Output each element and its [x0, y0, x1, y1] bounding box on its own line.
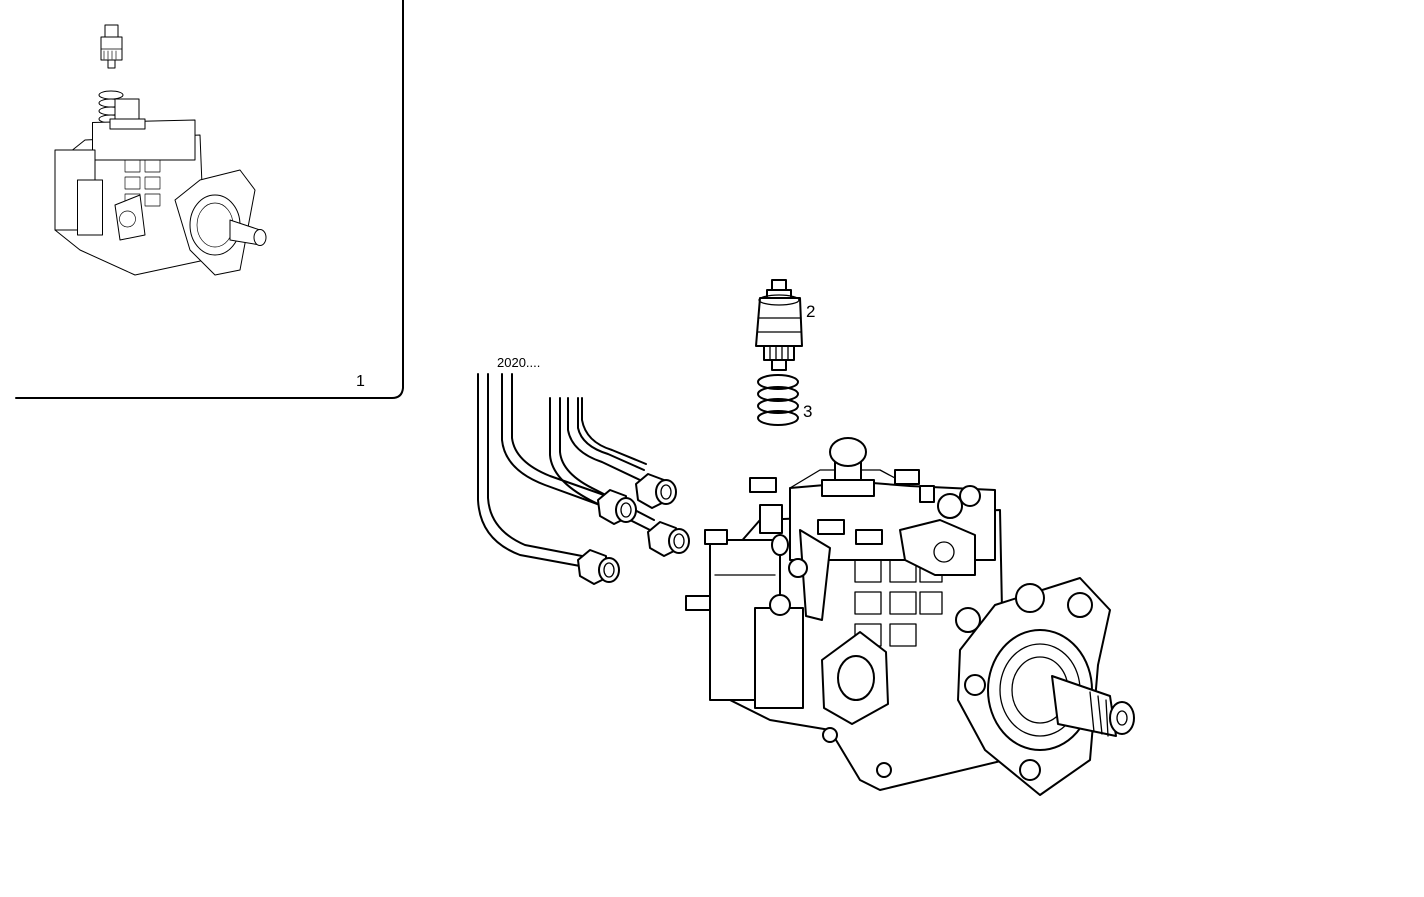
- injection-pump: [685, 437, 1135, 796]
- inset-stop-valve: [100, 24, 123, 69]
- inset-frame: [15, 0, 404, 399]
- stop-valve: [755, 279, 803, 371]
- pipe-nut-3: [647, 521, 690, 557]
- callout-2020: 2020....: [497, 355, 540, 370]
- pipe-nut-4: [635, 473, 677, 509]
- pipe-nut-1: [577, 549, 620, 585]
- pipe-nut-2: [597, 489, 637, 525]
- callout-1: 1: [356, 373, 365, 390]
- callout-3: 3: [803, 402, 812, 421]
- inset-pump-body: [54, 98, 267, 276]
- injection-pipes: [477, 373, 690, 585]
- spring: [757, 374, 799, 426]
- inset-pump-assembly: [98, 24, 124, 124]
- callout-2: 2: [806, 302, 815, 321]
